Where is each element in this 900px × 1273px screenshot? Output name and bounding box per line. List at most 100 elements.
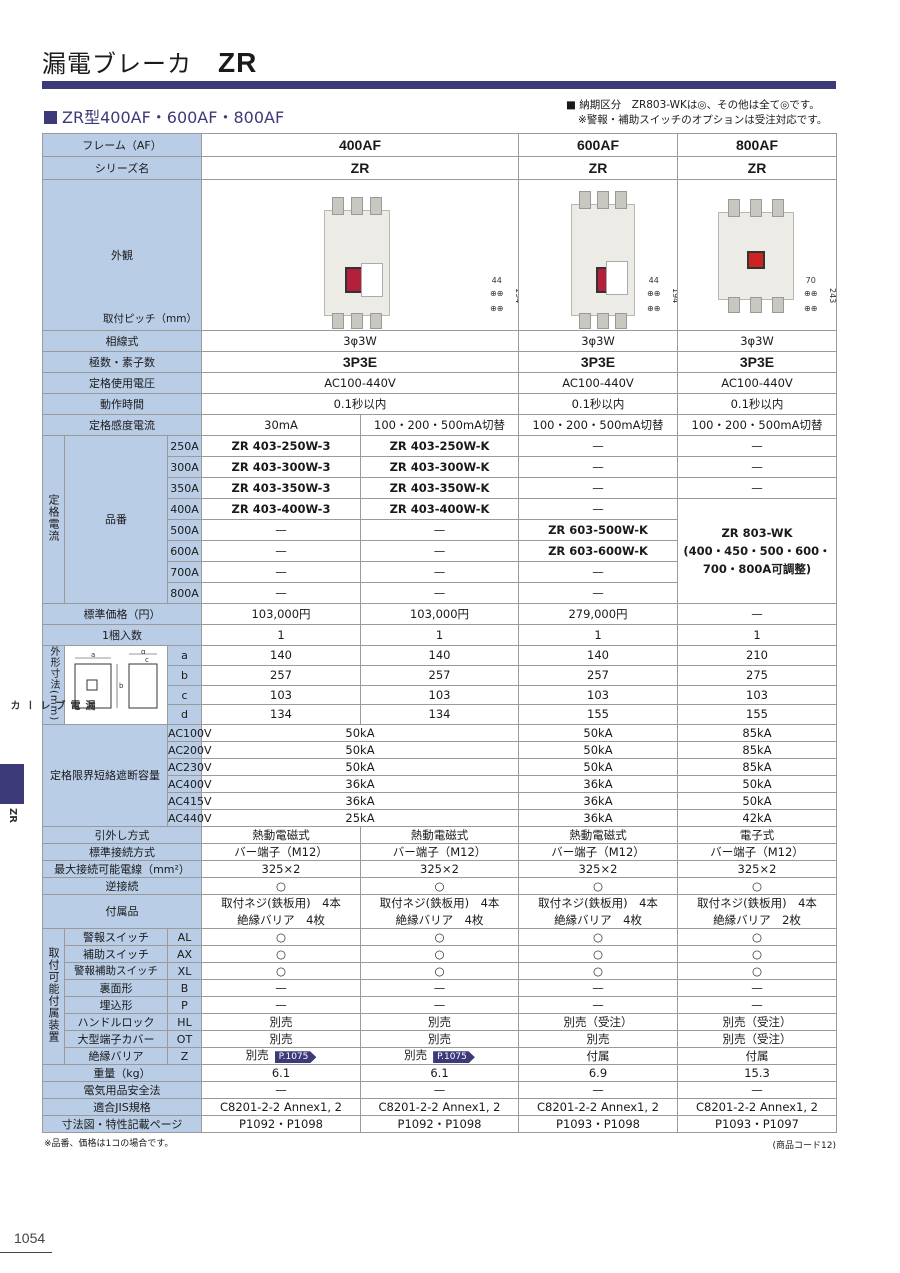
option-cell: ○ bbox=[360, 945, 519, 964]
option-cell: — bbox=[360, 996, 519, 1015]
voltage-600: AC100-440V bbox=[518, 372, 678, 394]
dim-key: c bbox=[167, 684, 202, 706]
spec-table: フレーム（AF） 400AF 600AF 800AF シリーズ名 ZR ZR Z… bbox=[42, 133, 837, 1134]
qty-cell: 1 bbox=[201, 624, 361, 646]
sensitivity-cell: 100・200・500mA切替 bbox=[518, 414, 678, 436]
delivery-notes: ■ 納期区分 ZR803-WKは◎、その他は全て◎です。 ※警報・補助スイッチの… bbox=[566, 98, 827, 128]
breaking-voltage: AC200V bbox=[167, 741, 212, 760]
breaking-label: 定格限界短絡遮断容量 bbox=[42, 724, 168, 828]
side-tab-series: ZR bbox=[7, 808, 18, 823]
breaking-cell: 50kA bbox=[201, 741, 519, 760]
option-cell: 別売 bbox=[201, 1030, 361, 1049]
part-number: ZR 403-400W-K bbox=[360, 498, 519, 520]
breaking-cell: 25kA bbox=[201, 809, 519, 828]
option-cell: ○ bbox=[201, 928, 361, 947]
phase-label: 相線式 bbox=[42, 330, 202, 352]
dim-cell: 275 bbox=[677, 664, 837, 686]
option-cell: — bbox=[518, 979, 678, 998]
jis-cell: C8201-2-2 Annex1, 2 bbox=[360, 1098, 519, 1117]
part-number: ZR 403-250W-K bbox=[360, 435, 519, 457]
part-number: — bbox=[677, 477, 837, 499]
qty-cell: 1 bbox=[360, 624, 519, 646]
time-600: 0.1秒以内 bbox=[518, 393, 678, 415]
breaking-cell: 50kA bbox=[518, 758, 678, 777]
option-cell: ○ bbox=[201, 962, 361, 981]
part-number: ZR 403-300W-K bbox=[360, 456, 519, 478]
dim-cell: 210 bbox=[677, 645, 837, 666]
sensitivity-label: 定格感度電流 bbox=[42, 414, 202, 436]
series-label: シリーズ名 bbox=[42, 156, 202, 180]
dims-diagram: a b d c bbox=[64, 644, 168, 726]
reverse-cell: ○ bbox=[360, 877, 519, 896]
option-name: 絶縁バリア bbox=[64, 1047, 168, 1066]
current-value: 250A bbox=[167, 435, 202, 457]
note-options: ※警報・補助スイッチのオプションは受注対応です。 bbox=[578, 114, 828, 126]
part-number: — bbox=[518, 456, 678, 478]
ref-cell: P1092・P1098 bbox=[360, 1115, 519, 1134]
poles-600: 3P3E bbox=[518, 351, 678, 373]
photo-400af: 44⊕⊕⊕⊕ 194 bbox=[201, 179, 519, 331]
phase-600: 3φ3W bbox=[518, 330, 678, 352]
option-cell: 付属 bbox=[518, 1047, 678, 1066]
pse-cell: — bbox=[677, 1081, 837, 1100]
dim-cell: 140 bbox=[201, 645, 361, 666]
option-name: 警報スイッチ bbox=[64, 928, 168, 947]
pitch-label: 取付ピッチ（mm） bbox=[103, 313, 197, 325]
poles-800: 3P3E bbox=[677, 351, 837, 373]
terminal-cell: バー端子（M12） bbox=[677, 843, 837, 862]
breaking-cell: 50kA bbox=[518, 741, 678, 760]
time-800: 0.1秒以内 bbox=[677, 393, 837, 415]
page-number-rule bbox=[0, 1252, 52, 1253]
option-code: XL bbox=[167, 962, 202, 981]
wire-cell: 325×2 bbox=[518, 860, 678, 879]
dim-cell: 140 bbox=[518, 645, 678, 666]
page-ref-link[interactable]: P.1075 bbox=[433, 1051, 475, 1064]
dim-key: d bbox=[167, 704, 202, 726]
svg-text:a: a bbox=[91, 651, 95, 659]
dim-cell: 140 bbox=[360, 645, 519, 666]
time-400: 0.1秒以内 bbox=[201, 393, 519, 415]
part-number: — bbox=[518, 498, 678, 520]
page-ref-link[interactable]: P.1075 bbox=[274, 1051, 317, 1064]
square-bullet-icon bbox=[44, 111, 57, 124]
photo-600af: 44⊕⊕⊕⊕ 194 bbox=[518, 179, 678, 331]
option-cell: 別売 bbox=[360, 1030, 519, 1049]
side-tab-category: 漏電ブレーカ bbox=[8, 700, 94, 710]
max-wire-label: 最大接続可能電線（mm²） bbox=[42, 860, 202, 879]
current-value: 500A bbox=[167, 519, 202, 541]
option-code: AL bbox=[167, 928, 202, 947]
option-code: AX bbox=[167, 945, 202, 964]
section-subtitle: ZR型400AF・600AF・800AF bbox=[44, 104, 284, 128]
page-number: 1054 bbox=[14, 1230, 46, 1246]
pse-cell: — bbox=[360, 1081, 519, 1100]
part-number: — bbox=[201, 519, 361, 541]
dim-cell: 103 bbox=[360, 684, 519, 706]
reverse-cell: ○ bbox=[677, 877, 837, 896]
option-cell: 別売 bbox=[360, 1013, 519, 1032]
breaker-800af-image bbox=[718, 199, 794, 313]
part-number: ZR 603-500W-K bbox=[518, 519, 678, 541]
pse-cell: — bbox=[518, 1081, 678, 1100]
current-value: 700A bbox=[167, 561, 202, 583]
series-600: ZR bbox=[518, 156, 678, 180]
option-cell: ○ bbox=[518, 928, 678, 947]
part-number: — bbox=[360, 561, 519, 583]
time-label: 動作時間 bbox=[42, 393, 202, 415]
outline-diagram-icon: a b d c bbox=[74, 650, 158, 709]
dim-cell: 134 bbox=[360, 704, 519, 726]
option-cell: — bbox=[201, 979, 361, 998]
trip-cell: 熱動電磁式 bbox=[518, 826, 678, 845]
dim-cell: 155 bbox=[677, 704, 837, 726]
accessories-cell: 取付ネジ(鉄板用) 4本絶縁バリア 4枚 bbox=[518, 894, 678, 930]
option-code: Z bbox=[167, 1047, 202, 1066]
part-number: — bbox=[201, 540, 361, 562]
part-number: — bbox=[360, 519, 519, 541]
dim-cell: 134 bbox=[201, 704, 361, 726]
breaking-cell: 36kA bbox=[518, 792, 678, 811]
option-cell: ○ bbox=[677, 928, 837, 947]
pse-cell: — bbox=[201, 1081, 361, 1100]
side-tab-marker bbox=[0, 764, 24, 804]
current-value: 800A bbox=[167, 582, 202, 604]
